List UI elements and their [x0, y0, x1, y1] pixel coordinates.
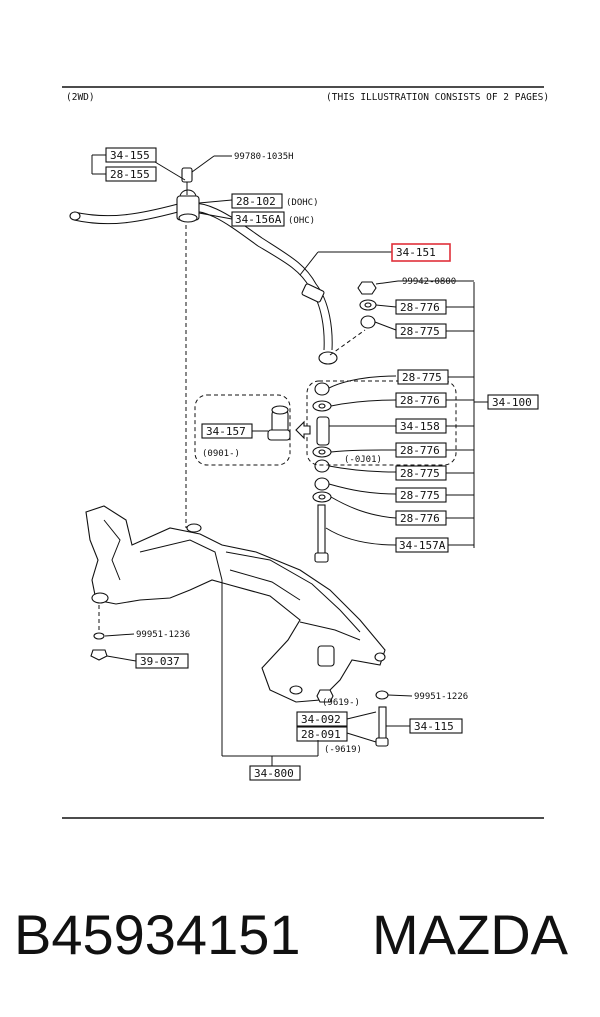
- header-right: (THIS ILLUSTRATION CONSISTS OF 2 PAGES): [326, 92, 549, 103]
- label-34-157: 34-157: [206, 425, 246, 438]
- label-28-775-a: 28-775: [400, 325, 440, 338]
- link-washer-c[interactable]: [312, 491, 332, 503]
- label-28-776-b: 28-776: [400, 394, 440, 407]
- label-box-28-091[interactable]: [296, 726, 348, 742]
- label-34-092: 34-092: [301, 713, 341, 726]
- stabilizer-bar[interactable]: [69, 202, 338, 365]
- label-34-155: 34-155: [110, 149, 150, 162]
- label-99780-1035h: 99780-1035H: [234, 152, 294, 162]
- link-washer-b[interactable]: [312, 446, 332, 458]
- part-footer: B45934151 MAZDA: [0, 895, 600, 975]
- link-bushing-a[interactable]: [314, 382, 330, 396]
- label-box-28-155[interactable]: [105, 166, 157, 182]
- label-28-776-a: 28-776: [400, 301, 440, 314]
- label-range-9619b: (-9619): [324, 745, 362, 755]
- crossmember-nut-left[interactable]: [90, 632, 108, 661]
- label-28-776-c: 28-776: [400, 444, 440, 457]
- alt-bushing[interactable]: [267, 405, 291, 441]
- label-dohc: (DOHC): [286, 198, 319, 208]
- label-box-34-092[interactable]: [296, 711, 348, 727]
- label-box-34-151[interactable]: [391, 243, 451, 262]
- label-34-156a: 34-156A: [235, 213, 282, 226]
- bar-bushing-bracket[interactable]: [176, 189, 200, 223]
- label-28-091: 28-091: [301, 728, 341, 741]
- label-box-34-100[interactable]: [487, 394, 539, 410]
- part-number: B45934151: [14, 903, 301, 966]
- label-28-775-c: 28-775: [400, 467, 440, 480]
- label-box-39-037[interactable]: [135, 653, 189, 669]
- label-ohc: (OHC): [288, 216, 315, 226]
- label-range-9619a: (9619-): [322, 698, 360, 708]
- label-box-28-102[interactable]: [231, 193, 283, 209]
- crossmember-nut-right[interactable]: [375, 690, 389, 700]
- label-range-0j01: (-0J01): [344, 455, 382, 465]
- link-bushing-b[interactable]: [314, 459, 330, 473]
- label-34-157a: 34-157A: [399, 539, 446, 552]
- label-28-155: 28-155: [110, 168, 150, 181]
- link-washer-top[interactable]: [359, 299, 377, 311]
- label-box-34-115[interactable]: [409, 718, 463, 734]
- crossmember-stud[interactable]: [375, 706, 389, 747]
- label-39-037: 39-037: [140, 655, 180, 668]
- label-box-34-800[interactable]: [249, 765, 301, 781]
- label-34-800: 34-800: [254, 767, 294, 780]
- label-28-102: 28-102: [236, 195, 276, 208]
- label-box-34-157[interactable]: [201, 423, 253, 439]
- link-bushing-top[interactable]: [360, 315, 376, 329]
- link-spacer[interactable]: [316, 416, 330, 446]
- label-99951-1226: 99951-1226: [414, 692, 468, 702]
- header-left: (2WD): [66, 92, 95, 103]
- label-99942-0800: 99942-0800: [402, 277, 456, 287]
- link-bolt[interactable]: [314, 504, 329, 563]
- brand-name: MAZDA: [372, 903, 568, 966]
- label-box-34-155[interactable]: [105, 147, 157, 163]
- arrow-icon: [295, 420, 311, 440]
- label-34-151: 34-151: [396, 246, 436, 259]
- label-34-158: 34-158: [400, 420, 440, 433]
- label-range-0901: (0901-): [202, 449, 240, 459]
- label-34-115: 34-115: [414, 720, 454, 733]
- label-box-34-156a[interactable]: [231, 211, 285, 227]
- alt-bushing-group: [194, 394, 291, 466]
- label-99951-1236: 99951-1236: [136, 630, 190, 640]
- label-28-776-d: 28-776: [400, 512, 440, 525]
- link-bushing-c[interactable]: [314, 477, 330, 491]
- label-28-775-d: 28-775: [400, 489, 440, 502]
- link-washer-a[interactable]: [312, 400, 332, 412]
- link-nut[interactable]: [357, 281, 377, 295]
- label-28-775-b: 28-775: [402, 371, 442, 384]
- bracket-bolt[interactable]: [181, 167, 193, 195]
- crossmember-bolt-center[interactable]: [316, 689, 334, 703]
- crossmember[interactable]: [85, 505, 386, 703]
- label-34-100: 34-100: [492, 396, 532, 409]
